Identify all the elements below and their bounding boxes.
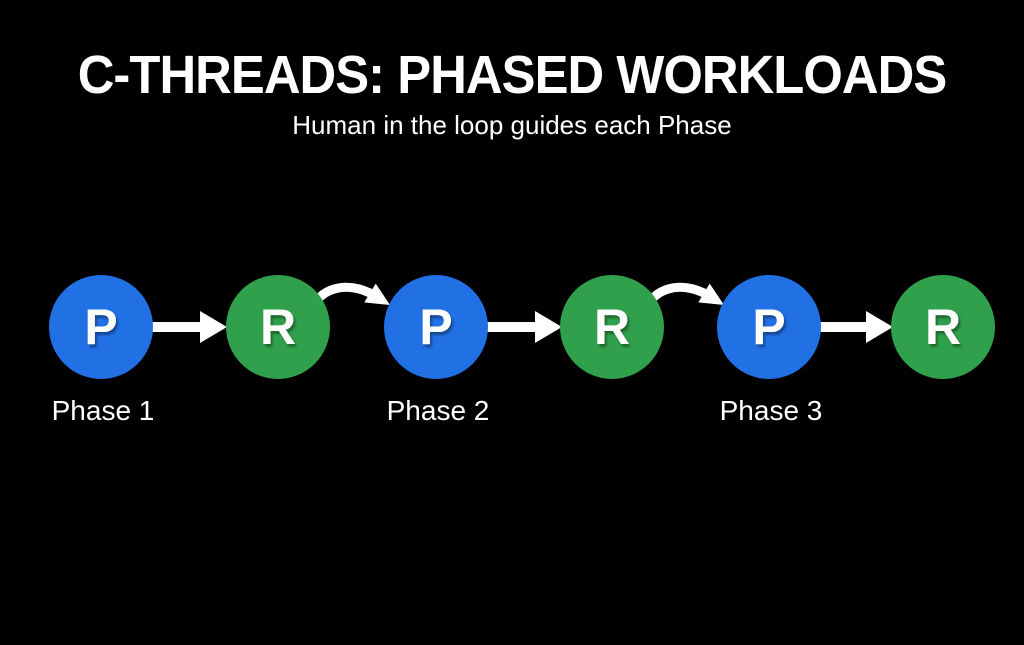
node-letter: R xyxy=(593,299,631,355)
node-run-phase1: R xyxy=(226,275,330,379)
node-letter: P xyxy=(752,299,786,355)
arrow-right-icon xyxy=(818,311,893,343)
node-run-phase3: R xyxy=(891,275,995,379)
node-run-phase2: R xyxy=(560,275,664,379)
node-letter: P xyxy=(419,299,453,355)
arrow-right-icon xyxy=(152,311,227,343)
node-letter: R xyxy=(924,299,962,355)
node-letter: R xyxy=(259,299,297,355)
phase-label-3: Phase 3 xyxy=(719,395,823,426)
page-title: C-THREADS: PHASED WORKLOADS xyxy=(77,45,948,105)
arrow-right-icon xyxy=(487,311,562,343)
page-subtitle: Human in the loop guides each Phase xyxy=(292,110,732,140)
node-plan-phase3: P xyxy=(717,275,821,379)
node-letter: P xyxy=(84,299,118,355)
node-plan-phase2: P xyxy=(384,275,488,379)
phase-label-2: Phase 2 xyxy=(386,395,490,426)
phase-label-1: Phase 1 xyxy=(51,395,155,426)
node-plan-phase1: P xyxy=(49,275,153,379)
